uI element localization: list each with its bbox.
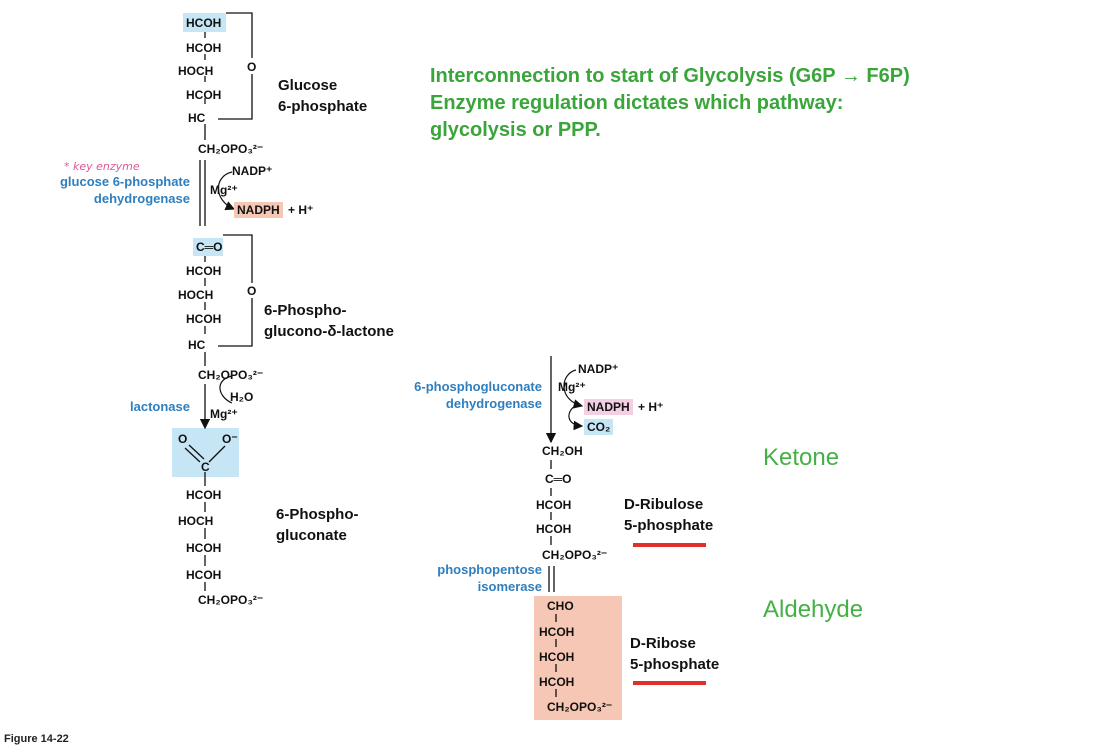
gluconate-atom-c5: HCOH	[186, 568, 222, 582]
lactone-atom-c4: HCOH	[186, 312, 222, 326]
gluconate-name-line1: 6-Phospho-	[276, 506, 359, 523]
step2-mg: Mg²⁺	[210, 407, 238, 421]
g6p-atom-c2: HCOH	[186, 41, 222, 55]
lactone-atom-c3: HOCH	[178, 288, 214, 302]
handwritten-note: * key enzyme	[64, 160, 140, 173]
lactone-ring-oxygen: O	[247, 284, 257, 298]
lactone-atom-c6: CH₂OPO₃²⁻	[198, 368, 264, 382]
gluconate-atom-c6: CH₂OPO₃²⁻	[198, 593, 264, 607]
ribose-name-line1: D-Ribose	[630, 635, 696, 652]
ribulose-atom-c3: HCOH	[536, 498, 572, 512]
isomerase-enzyme-line1: phosphopentose	[437, 562, 542, 577]
ribose-atom-c5: CH₂OPO₃²⁻	[547, 700, 613, 714]
ribose-atom-c4: HCOH	[539, 675, 575, 689]
g6p-atom-c3: HOCH	[178, 64, 214, 78]
ketone-label: Ketone	[763, 444, 840, 471]
lactone-atom-c5: HC	[188, 338, 206, 352]
pgdh-enzyme-line1: 6-phosphogluconate	[414, 379, 542, 394]
g6p-atom-c4: HCOH	[186, 88, 222, 102]
step3-nadph: NADPH	[584, 399, 633, 415]
g6p-atom-c6: CH₂OPO₃²⁻	[198, 142, 264, 156]
lactone-c1-highlight	[193, 238, 223, 256]
step1-mg: Mg²⁺	[210, 183, 238, 197]
g6pdh-enzyme-line2: dehydrogenase	[93, 191, 190, 206]
carboxyl-highlight	[172, 428, 239, 477]
carboxyl-oxygen-2: O⁻	[222, 432, 238, 446]
ribulose-atom-c5: CH₂OPO₃²⁻	[542, 548, 608, 562]
lactone-name-line1: 6-Phospho-	[264, 302, 347, 319]
ribulose-atom-c1: CH₂OH	[542, 444, 583, 458]
ribulose-name-line1: D-Ribulose	[624, 496, 704, 513]
g6pdh-enzyme-line1: glucose 6-phosphate	[59, 174, 190, 189]
step2-water: H₂O	[230, 390, 254, 404]
step1-nadp: NADP⁺	[232, 164, 273, 178]
lactonase-enzyme: lactonase	[130, 399, 190, 414]
ribose-name-line2: 5-phosphate	[630, 656, 720, 673]
lactone-atom-c1: C═O	[196, 240, 223, 254]
carboxyl-oxygen-1: O	[178, 432, 188, 446]
g6p-name-line1: Glucose	[278, 77, 338, 94]
aldehyde-label: Aldehyde	[763, 596, 864, 623]
g6p-c1-highlight	[183, 13, 226, 32]
ribose-highlight	[534, 596, 622, 720]
lactone-name-line2: glucono-δ-lactone	[264, 323, 394, 340]
title-line-1: Interconnection to start of Glycolysis (…	[430, 65, 910, 87]
gluconate-name-line2: gluconate	[276, 527, 347, 544]
carboxyl-carbon: C	[201, 460, 210, 474]
pgdh-enzyme-line2: dehydrogenase	[445, 396, 542, 411]
step3-h-plus: + H⁺	[638, 400, 664, 414]
gluconate-atom-c4: HCOH	[186, 541, 222, 555]
ribulose-atom-c4: HCOH	[536, 522, 572, 536]
title-line-2: Enzyme regulation dictates which pathway…	[430, 92, 844, 114]
title-line-3: glycolysis or PPP.	[430, 119, 601, 141]
step3-mg: Mg²⁺	[558, 380, 586, 394]
g6p-name-line2: 6-phosphate	[278, 98, 368, 115]
gluconate-atom-c3: HOCH	[178, 514, 214, 528]
ribose-atom-c2: HCOH	[539, 625, 575, 639]
step1-h-plus: + H⁺	[288, 203, 314, 217]
isomerase-enzyme-line2: isomerase	[477, 579, 542, 594]
lactone-atom-c2: HCOH	[186, 264, 222, 278]
step1-nadph: NADPH	[234, 202, 283, 218]
g6p-atom-c5: HC	[188, 111, 206, 125]
g6p-atom-c1: HCOH	[186, 16, 222, 30]
ribose-atom-c3: HCOH	[539, 650, 575, 664]
ribulose-atom-c2: C═O	[545, 472, 572, 486]
step3-co2: CO₂	[584, 419, 614, 435]
ribulose-name-line2: 5-phosphate	[624, 517, 714, 534]
gluconate-atom-c2: HCOH	[186, 488, 222, 502]
ribose-atom-c1: CHO	[547, 599, 574, 613]
g6p-ring-oxygen: O	[247, 60, 257, 74]
figure-label: Figure 14-22	[4, 733, 69, 745]
step3-nadp: NADP⁺	[578, 362, 619, 376]
